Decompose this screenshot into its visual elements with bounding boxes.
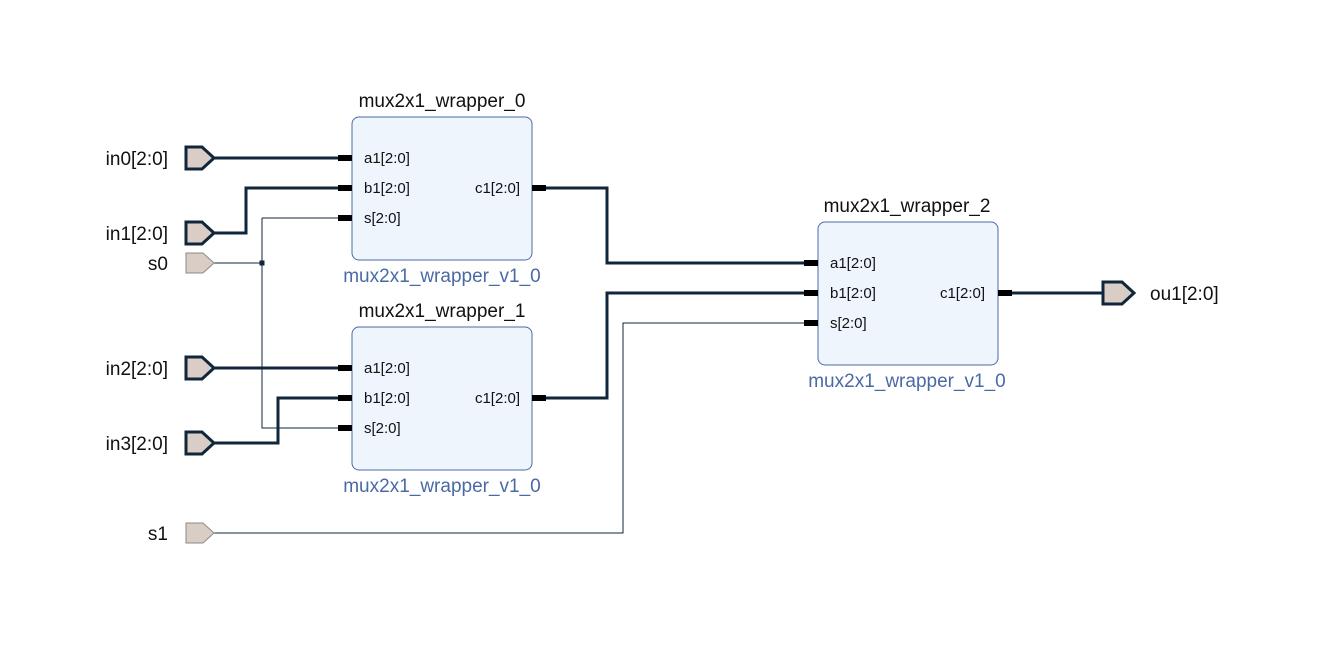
port-s1-label: s1	[148, 524, 168, 545]
instance-type: mux2x1_wrapper_v1_0	[343, 266, 541, 287]
net-mux0-c1[interactable]	[546, 186, 806, 265]
output-port-icon	[1101, 280, 1137, 306]
net-in3[interactable]	[214, 396, 340, 445]
instance-name: mux2x1_wrapper_0	[359, 91, 526, 112]
port-in3[interactable]: in3[2:0]	[106, 430, 217, 456]
port-s1[interactable]: s1	[148, 522, 215, 545]
net-mux1-c1[interactable]	[546, 291, 806, 400]
instance-mux2x1-wrapper-0[interactable]: mux2x1_wrapper_0 a1[2:0] b1[2:0] s[2:0] …	[338, 91, 546, 287]
input-port-icon	[185, 522, 215, 544]
pin-a1-label: a1[2:0]	[364, 150, 410, 167]
nets	[214, 156, 1102, 534]
port-s0-label: s0	[148, 254, 168, 275]
port-ou1-label: ou1[2:0]	[1150, 284, 1219, 305]
pin-c1-label: c1[2:0]	[940, 285, 985, 302]
port-in3-label: in3[2:0]	[106, 434, 168, 455]
port-in2-label: in2[2:0]	[106, 359, 168, 380]
net-s0-junction	[259, 260, 265, 266]
pin-b1-label: b1[2:0]	[364, 390, 410, 407]
instance-mux2x1-wrapper-2[interactable]: mux2x1_wrapper_2 a1[2:0] b1[2:0] s[2:0] …	[804, 196, 1012, 392]
port-in0[interactable]: in0[2:0]	[106, 145, 217, 171]
pin-c1-label: c1[2:0]	[475, 180, 520, 197]
input-port-icon	[184, 220, 217, 246]
pin-s-label: s[2:0]	[364, 420, 401, 437]
input-port-icon	[184, 430, 217, 456]
input-port-icon	[185, 252, 215, 274]
port-in1-label: in1[2:0]	[106, 224, 168, 245]
port-s0[interactable]: s0	[148, 252, 215, 275]
instance-type: mux2x1_wrapper_v1_0	[808, 371, 1006, 392]
port-in2[interactable]: in2[2:0]	[106, 355, 217, 381]
port-in0-label: in0[2:0]	[106, 149, 168, 170]
instance-name: mux2x1_wrapper_2	[824, 196, 991, 217]
pin-s-label: s[2:0]	[830, 315, 867, 332]
port-ou1[interactable]: ou1[2:0]	[1101, 280, 1219, 306]
port-in1[interactable]: in1[2:0]	[106, 220, 217, 246]
net-s1[interactable]	[214, 322, 806, 534]
input-port-icon	[184, 145, 217, 171]
pin-a1-label: a1[2:0]	[364, 360, 410, 377]
pin-s-label: s[2:0]	[364, 210, 401, 227]
pin-c1-label: c1[2:0]	[475, 390, 520, 407]
pin-b1-label: b1[2:0]	[830, 285, 876, 302]
pin-a1-label: a1[2:0]	[830, 255, 876, 272]
net-in1[interactable]	[214, 186, 340, 235]
pin-b1-label: b1[2:0]	[364, 180, 410, 197]
instance-name: mux2x1_wrapper_1	[359, 301, 526, 322]
net-s0[interactable]	[214, 217, 340, 429]
input-port-icon	[184, 355, 217, 381]
instance-type: mux2x1_wrapper_v1_0	[343, 476, 541, 497]
instance-mux2x1-wrapper-1[interactable]: mux2x1_wrapper_1 a1[2:0] b1[2:0] s[2:0] …	[338, 301, 546, 497]
